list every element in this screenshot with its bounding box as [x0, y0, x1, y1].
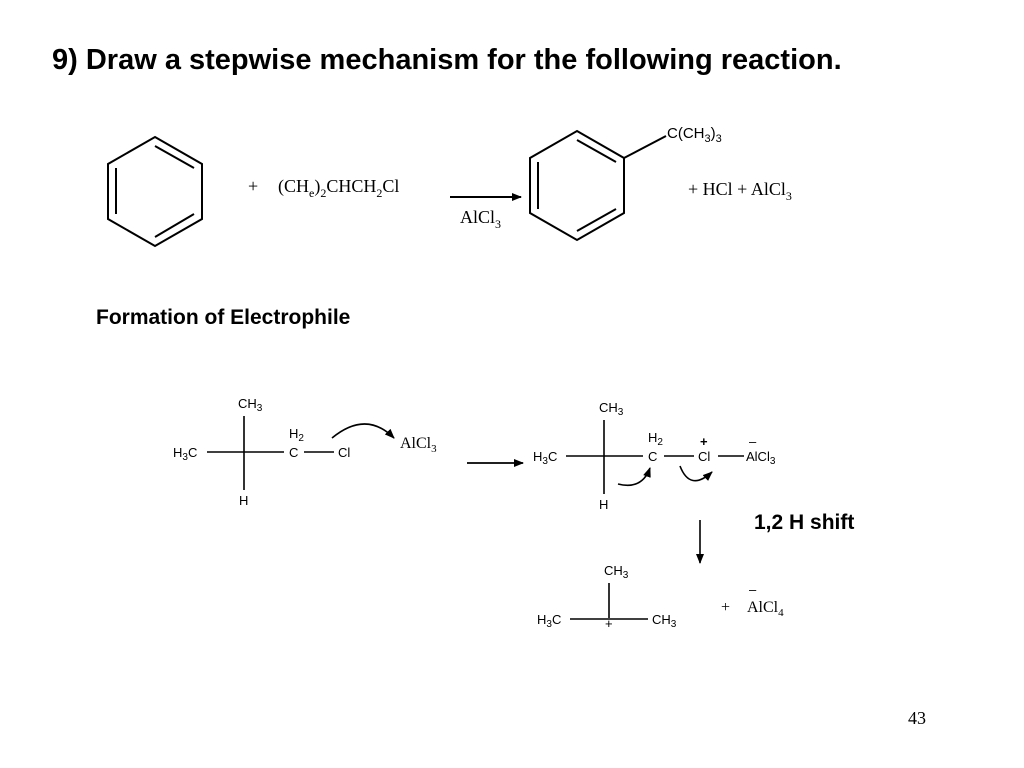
bond-cleavage-arrow [679, 465, 713, 482]
step1-bonds [207, 416, 334, 490]
carbocation-charge: + [605, 616, 613, 631]
step2-carbon-label: C [648, 449, 657, 464]
slide-title: 9) Draw a stepwise mechanism for the fol… [52, 44, 842, 76]
step2-alcl3-label: AlCl3 [746, 449, 776, 467]
step1-h-label: H [239, 493, 248, 508]
step-label: 1,2 H shift [754, 511, 855, 534]
step3-alcl4-label: AlCl4 [747, 599, 784, 619]
hydride-shift-arrow [617, 467, 651, 487]
byproducts-label: + HCl + AlCl3 [688, 179, 792, 203]
step2-h-label: H [599, 497, 608, 512]
section-heading: Formation of Electrophile [96, 306, 351, 329]
step1-h2-label: H2 [289, 426, 304, 444]
step3-ch3-top-label: CH3 [604, 563, 629, 581]
reaction-plus-sign: + [248, 176, 258, 196]
catalyst-label: AlCl3 [460, 207, 501, 231]
step3-h3c-label: H3C [537, 612, 561, 630]
reagent-formula: (CHe)2CHCH2Cl [278, 176, 399, 200]
step1-chlorine-label: Cl [338, 445, 350, 460]
step3-ch3-right-label: CH3 [652, 612, 677, 630]
step2-positive-charge: + [700, 434, 708, 449]
benzene-product [529, 129, 667, 242]
step2-ch3-label: CH3 [599, 400, 624, 418]
step2-h2-label: H2 [648, 430, 663, 448]
step3-plus-sign: + [721, 599, 730, 616]
step2-negative-charge: – [749, 434, 757, 449]
page-number: 43 [908, 708, 926, 728]
step1-h3c-label: H3C [173, 445, 197, 463]
step2-bonds [566, 420, 744, 494]
benzene-reactant [107, 135, 203, 248]
step1-curved-arrow [331, 423, 395, 439]
step1-carbon-label: C [289, 445, 298, 460]
step1-ch3-label: CH3 [238, 396, 263, 414]
step2-chlorine-label: Cl [698, 449, 710, 464]
step2-h3c-label: H3C [533, 449, 557, 467]
alcl4-negative-charge: – [749, 582, 757, 597]
step3-bonds [570, 583, 648, 620]
step1-alcl3-label: AlCl3 [400, 435, 437, 455]
tert-butyl-group-label: C(CH3)3 [667, 125, 722, 145]
